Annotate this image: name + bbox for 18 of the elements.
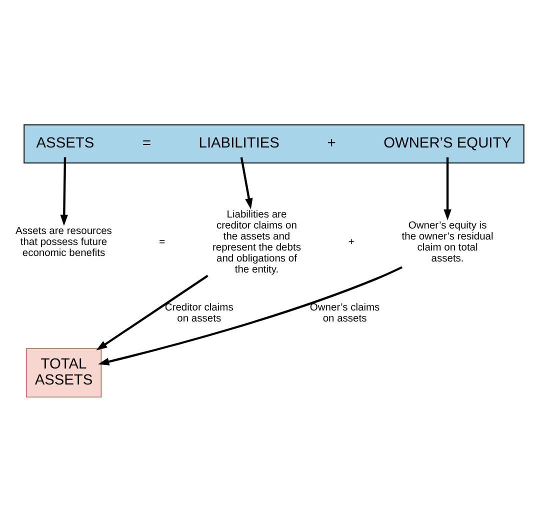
arrow <box>98 266 403 366</box>
node-text: OWNER’S EQUITY <box>384 136 512 152</box>
label: = <box>159 236 166 248</box>
node-text: LIABILITIES <box>198 136 280 152</box>
label: + <box>327 136 336 152</box>
arrow <box>96 274 208 350</box>
arrow <box>444 157 452 220</box>
edge-label: Creditor claims on assets <box>164 302 234 325</box>
label: + <box>348 236 354 248</box>
node-text: Liabilities are creditor claims on the assets and represent the debts and obligations of the entity. <box>212 209 301 276</box>
label: = <box>142 136 151 152</box>
node-box: TOTAL ASSETS <box>26 348 102 398</box>
cluster <box>24 124 524 164</box>
node-text: Assets are resources that possess future economic benefits <box>16 226 112 259</box>
node-text: Owner’s equity is the owner’s residual claim on total assets. <box>402 220 494 264</box>
arrow <box>60 157 68 226</box>
node-text: ASSETS <box>36 136 94 152</box>
edge-label: Owner’s claims on assets <box>310 302 380 325</box>
